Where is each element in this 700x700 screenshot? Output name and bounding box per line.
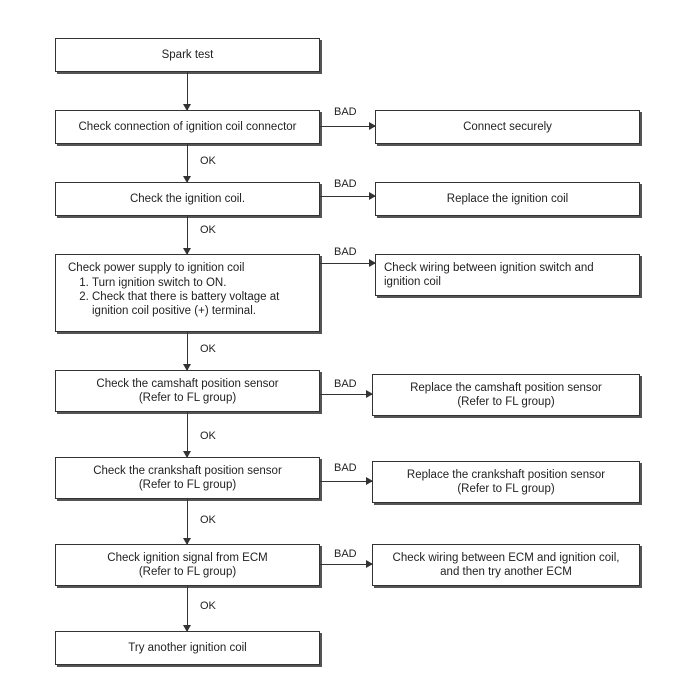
arrow-start-to-step1 — [183, 72, 191, 111]
arrow-ok-1 — [183, 144, 191, 183]
arrow-bad-4 — [320, 390, 373, 398]
bad-action-3-line: Check wiring between ignition switch and — [384, 262, 594, 274]
arrow-bad-1 — [320, 122, 376, 130]
end-text: Try another ignition coil — [128, 642, 247, 654]
ok-label-1: OK — [200, 155, 216, 167]
arrow-bad-2 — [320, 192, 376, 200]
bad-action-2-text: Replace the ignition coil — [446, 193, 569, 205]
bad-action-1: Connect securely — [375, 110, 640, 144]
check-step-2: Check the ignition coil. — [55, 182, 320, 216]
bad-action-6: Check wiring between ECM and ignition co… — [372, 544, 640, 586]
check-step-5-line: Check the crankshaft position sensor — [93, 465, 282, 477]
bad-action-4-line: (Refer to FL group) — [457, 396, 555, 408]
check-step-4-line: Check the camshaft position sensor — [96, 378, 279, 390]
arrow-ok-6 — [183, 586, 191, 632]
bad-label-3: BAD — [334, 246, 357, 258]
ok-label-4: OK — [200, 430, 216, 442]
bad-label-1: BAD — [334, 106, 357, 118]
bad-action-6-line: Check wiring between ECM and ignition co… — [392, 552, 620, 564]
bad-action-4: Replace the camshaft position sensor (Re… — [372, 374, 640, 416]
check-step-6: Check ignition signal from ECM (Refer to… — [55, 544, 320, 586]
check-step-6-line: (Refer to FL group) — [138, 566, 237, 578]
check-step-5-line: (Refer to FL group) — [138, 479, 237, 491]
bad-action-1-text: Connect securely — [463, 121, 552, 133]
bad-action-5-line: (Refer to FL group) — [457, 483, 555, 495]
bad-action-3-line: ignition coil — [384, 276, 441, 288]
check-step-6-line: Check ignition signal from ECM — [107, 552, 268, 564]
arrow-ok-5 — [183, 499, 191, 545]
arrow-ok-3 — [183, 332, 191, 371]
arrow-bad-6 — [320, 560, 373, 568]
bad-action-4-line: Replace the camshaft position sensor — [410, 382, 602, 394]
bad-label-5: BAD — [334, 462, 357, 474]
check-step-3-list: Turn ignition switch to ON. Check that t… — [68, 276, 311, 318]
bad-label-2: BAD — [334, 178, 357, 190]
bad-action-5: Replace the crankshaft position sensor (… — [372, 461, 640, 503]
arrow-bad-5 — [320, 477, 373, 485]
arrow-ok-4 — [183, 412, 191, 458]
check-step-3-title: Check power supply to ignition coil — [68, 262, 245, 274]
bad-action-5-line: Replace the crankshaft position sensor — [406, 469, 606, 481]
start-box: Spark test — [55, 38, 320, 72]
ok-label-6: OK — [200, 600, 216, 612]
check-step-3-item: Turn ignition switch to ON. — [92, 276, 311, 290]
check-step-3-item: Check that there is battery voltage at i… — [92, 290, 311, 318]
bad-label-4: BAD — [334, 378, 357, 390]
arrow-ok-2 — [183, 216, 191, 255]
check-step-1: Check connection of ignition coil connec… — [55, 110, 320, 144]
check-step-4: Check the camshaft position sensor (Refe… — [55, 370, 320, 412]
check-step-3: Check power supply to ignition coil Turn… — [55, 254, 320, 332]
check-step-2-text: Check the ignition coil. — [129, 193, 246, 205]
start-text: Spark test — [161, 49, 214, 61]
check-step-5: Check the crankshaft position sensor (Re… — [55, 457, 320, 499]
bad-action-6-line: and then try another ECM — [440, 566, 572, 578]
check-step-1-text: Check connection of ignition coil connec… — [78, 121, 297, 133]
bad-action-3: Check wiring between ignition switch and… — [375, 254, 640, 296]
bad-label-6: BAD — [334, 548, 357, 560]
ok-label-2: OK — [200, 224, 216, 236]
ok-label-5: OK — [200, 514, 216, 526]
end-box: Try another ignition coil — [55, 631, 320, 665]
check-step-4-line: (Refer to FL group) — [138, 392, 237, 404]
arrow-bad-3 — [320, 259, 376, 267]
ok-label-3: OK — [200, 343, 216, 355]
bad-action-2: Replace the ignition coil — [375, 182, 640, 216]
